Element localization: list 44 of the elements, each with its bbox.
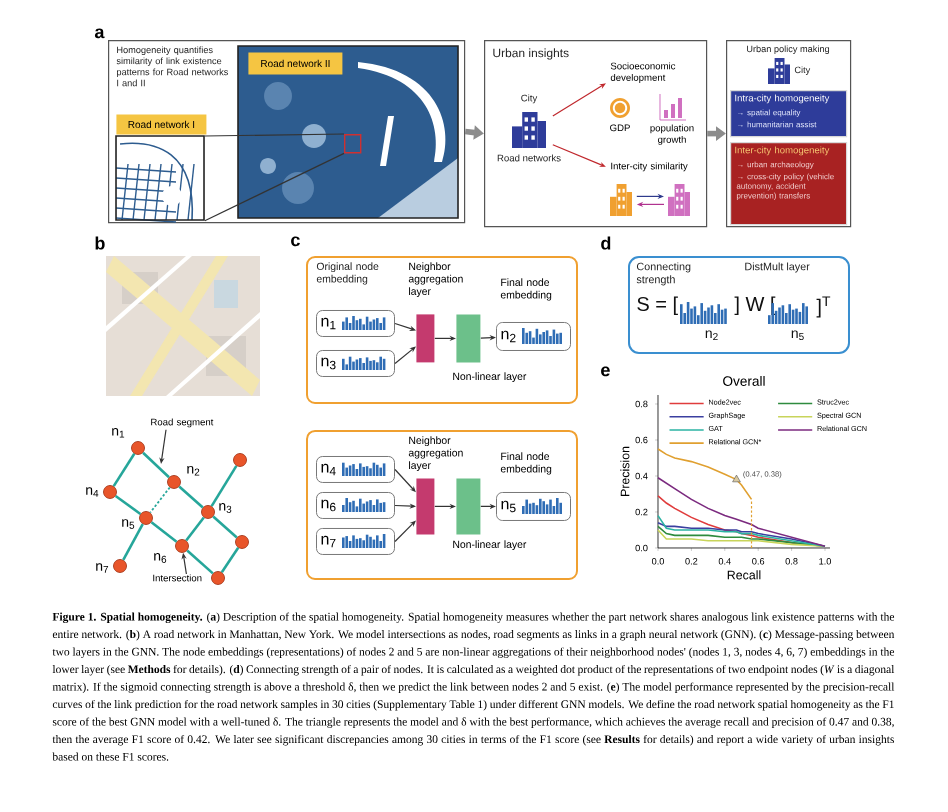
arrow (552, 144, 606, 167)
graph-node (235, 535, 249, 549)
embedding-box: n$_{2}$ (496, 322, 571, 351)
arrow (394, 322, 416, 331)
embedding-box: n$_{7}$ (316, 528, 395, 555)
picture (106, 256, 260, 396)
graph-link (112, 453, 136, 487)
panel-letter: b (95, 236, 105, 250)
arrow (394, 346, 416, 365)
leader-line (159, 429, 167, 464)
zoom-line (204, 133, 345, 137)
panel-letter: e (601, 366, 610, 377)
panel-letter: a (94, 28, 105, 39)
graph-node (233, 453, 247, 467)
arrow (394, 503, 416, 509)
building-icon (668, 184, 690, 216)
graph-link (114, 494, 142, 515)
picture (115, 135, 205, 223)
formula-symbol: ]$^{T}$ (816, 296, 831, 318)
panel-frame (306, 430, 578, 580)
graph-node (211, 571, 225, 585)
embedding-box: n$_{1}$ (316, 310, 395, 337)
graph-link (185, 516, 205, 542)
formula-symbol: S = [ (637, 296, 678, 315)
embedding-box: n$_{3}$ (316, 350, 395, 377)
graph-link (220, 547, 240, 573)
highlight-box (344, 134, 362, 154)
graph-link (210, 465, 238, 507)
graph-link (212, 515, 238, 539)
picture (237, 45, 459, 219)
graph-link (178, 485, 204, 509)
building-icon (610, 184, 632, 216)
arrow (552, 83, 606, 117)
graph-link (122, 523, 144, 561)
graph-link (150, 521, 178, 543)
graph-link (142, 451, 170, 479)
graph-link (186, 549, 214, 575)
embedding-box: n$_{4}$ (316, 456, 395, 483)
graph-link (149, 486, 171, 514)
arrow (394, 520, 416, 543)
panel-letter: d (601, 236, 611, 250)
embedding-box: n$_{6}$ (316, 492, 395, 519)
panel-letter: c (291, 236, 300, 247)
embedding-box: n$_{5}$ (496, 492, 571, 521)
